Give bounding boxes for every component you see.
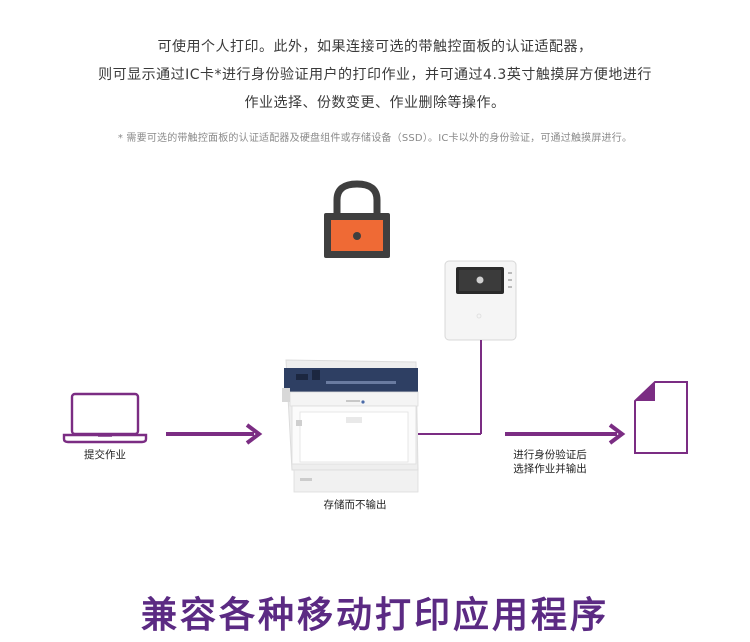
intro-line-2: 则可显示通过IC卡*进行身份验证用户的打印作业，并可通过4.3英寸触摸屏方便地进…	[98, 67, 652, 83]
lock-icon	[324, 180, 390, 258]
document-icon	[634, 381, 688, 454]
intro-line-3: 作业选择、份数变更、作业删除等操作。	[244, 95, 506, 111]
laptop-label: 提交作业	[84, 449, 126, 461]
output-label-line-1: 进行身份验证后	[513, 449, 587, 461]
output-label-line-2: 选择作业并输出	[513, 463, 587, 475]
intro-text: 可使用个人打印。此外，如果连接可选的带触控面板的认证适配器， 则可显示通过IC卡…	[0, 33, 750, 117]
section-headline: 兼容各种移动打印应用程序	[140, 595, 609, 636]
printer-icon	[282, 359, 419, 493]
footnote: * 需要可选的带触控面板的认证适配器及硬盘组件或存储设备（SSD）。IC卡以外的…	[117, 133, 633, 144]
laptop-icon	[62, 392, 148, 444]
intro-line-1: 可使用个人打印。此外，如果连接可选的带触控面板的认证适配器，	[157, 39, 593, 55]
arrow-icon	[166, 423, 263, 445]
card-reader-icon	[444, 260, 517, 341]
printer-label: 存储而不输出	[323, 499, 387, 511]
workflow-diagram: 提交作业 存储而不输出 进行身份验证后 选择作业并输出	[62, 180, 688, 511]
arrow-icon	[505, 423, 626, 445]
